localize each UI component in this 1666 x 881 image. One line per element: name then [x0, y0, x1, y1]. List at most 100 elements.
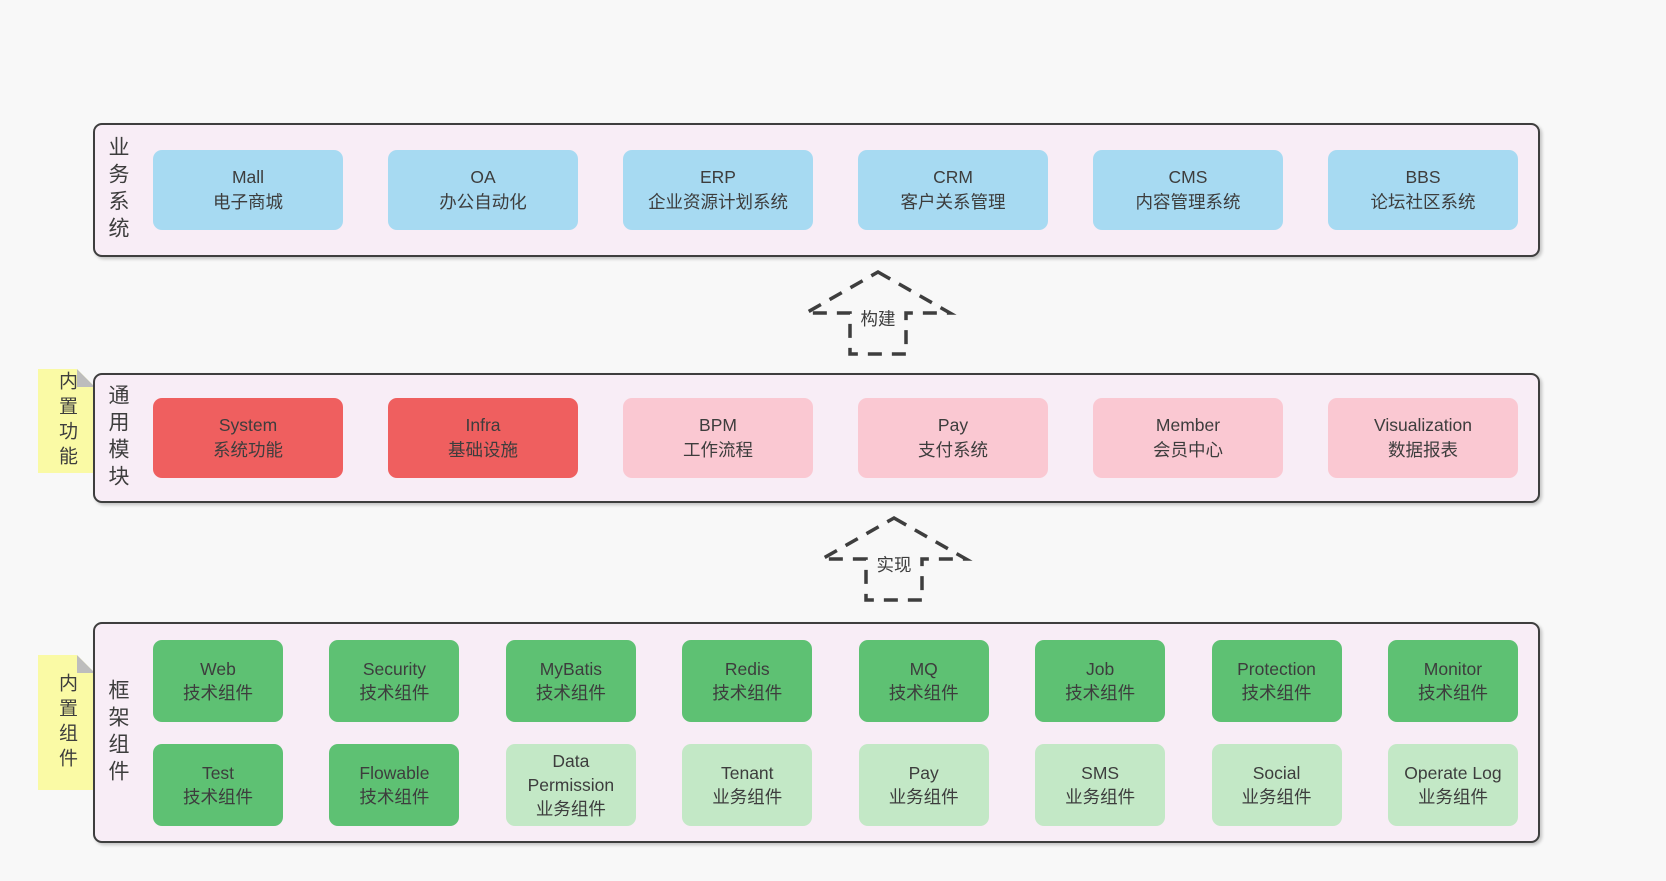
- box-mq-: MQ 技术组件: [858, 639, 989, 722]
- box-social-: Social 业务组件: [1211, 743, 1342, 826]
- box-desc: 客户关系管理: [900, 192, 1006, 212]
- box-name: BBS: [1405, 167, 1441, 187]
- box-bpm-: BPM 工作流程: [623, 398, 813, 478]
- box-name: Test: [201, 762, 235, 783]
- box-desc: 技术组件: [1241, 682, 1312, 703]
- sticky-note-label: 内置功能: [56, 371, 77, 471]
- box-web-: Web 技术组件: [153, 639, 283, 722]
- box-desc: 企业资源计划系统: [648, 192, 788, 212]
- box-name: Flowable: [359, 762, 430, 783]
- box-desc: 业务组件: [1241, 786, 1312, 807]
- box-visualization-: Visualization 数据报表: [1328, 398, 1518, 478]
- box-desc: 系统功能: [213, 440, 283, 460]
- box-cms-: CMS 内容管理系统: [1093, 150, 1283, 230]
- section-rows-business-systems: Mall 电子商城 OA 办公自动化 ERP 企业资源计划系统 CRM 客户关系管理 CMS 内容…: [153, 125, 1518, 255]
- box-name: Pay: [908, 762, 939, 783]
- box-desc: 技术组件: [359, 682, 430, 703]
- box-system-: System 系统功能: [153, 398, 343, 478]
- box-desc: 技术组件: [183, 786, 253, 807]
- box-crm-: CRM 客户关系管理: [858, 150, 1048, 230]
- box-desc: 技术组件: [535, 682, 606, 703]
- box-desc: 电子商城: [213, 192, 283, 212]
- box-name: CRM: [933, 167, 973, 187]
- box-pay-: Pay 业务组件: [858, 743, 989, 826]
- box-name: Infra: [465, 415, 501, 435]
- up-arrow-icon: [815, 515, 973, 602]
- box-name: Redis: [724, 658, 770, 679]
- box-name: BPM: [699, 415, 737, 435]
- section-label-common-modules: 通用模块: [106, 384, 129, 492]
- box-name: CMS: [1168, 167, 1208, 187]
- box-name: Operate Log: [1404, 762, 1502, 783]
- box-data-permission-: Data Permission 业务组件: [505, 743, 636, 826]
- box-flowable-: Flowable 技术组件: [329, 743, 460, 826]
- box-erp-: ERP 企业资源计划系统: [623, 150, 813, 230]
- box-name: System: [218, 415, 278, 435]
- box-test-: Test 技术组件: [153, 743, 283, 826]
- box-name: Job: [1086, 658, 1115, 679]
- box-desc: 技术组件: [183, 682, 253, 703]
- box-name: MyBatis: [539, 658, 602, 679]
- build-arrow-label: 构建: [857, 306, 899, 331]
- sticky-note-label: 内置组件: [56, 672, 77, 773]
- box-name: MQ: [909, 658, 938, 679]
- box-desc: 技术组件: [1417, 682, 1488, 703]
- box-security-: Security 技术组件: [329, 639, 460, 722]
- box-name: Mall: [231, 167, 265, 187]
- box-tenant-: Tenant 业务组件: [682, 743, 813, 826]
- box-desc: 论坛社区系统: [1370, 192, 1476, 212]
- box-desc: 业务组件: [1417, 786, 1488, 807]
- box-mybatis-: MyBatis 技术组件: [505, 639, 636, 722]
- box-desc: 业务组件: [888, 786, 959, 807]
- box-name: Monitor: [1423, 658, 1483, 679]
- box-name: Member: [1155, 415, 1221, 435]
- box-operate-log-: Operate Log 业务组件: [1387, 743, 1518, 826]
- box-desc: 会员中心: [1153, 440, 1223, 460]
- box-desc: 内容管理系统: [1135, 192, 1241, 212]
- section-label-framework-components: 框架组件: [106, 678, 129, 787]
- implement-arrow-label: 实现: [873, 552, 915, 577]
- box-desc: 办公自动化: [439, 192, 527, 212]
- box-name: Pay: [937, 415, 969, 435]
- box-bbs-: BBS 论坛社区系统: [1328, 150, 1518, 230]
- box-name: Tenant: [720, 762, 774, 783]
- box-desc: 技术组件: [888, 682, 959, 703]
- box-desc: 工作流程: [683, 440, 753, 460]
- box-mall-: Mall 电子商城: [153, 150, 343, 230]
- box-protection-: Protection 技术组件: [1211, 639, 1342, 722]
- box-desc: 业务组件: [535, 798, 606, 819]
- box-infra-: Infra 基础设施: [388, 398, 578, 478]
- box-name: Web: [200, 658, 236, 679]
- box-desc: 业务组件: [712, 786, 783, 807]
- box-name: OA: [470, 167, 496, 187]
- implement-arrow: 实现: [814, 514, 974, 604]
- box-name: ERP: [700, 167, 736, 187]
- box-desc: 业务组件: [1065, 786, 1136, 807]
- box-oa-: OA 办公自动化: [388, 150, 578, 230]
- box-monitor-: Monitor 技术组件: [1387, 639, 1518, 722]
- box-name: Data Permission: [527, 750, 615, 795]
- box-desc: 基础设施: [448, 440, 518, 460]
- box-desc: 技术组件: [1065, 682, 1136, 703]
- box-desc: 技术组件: [359, 786, 430, 807]
- box-name: Social: [1252, 762, 1301, 783]
- box-name: Security: [362, 658, 427, 679]
- box-row: Mall 电子商城 OA 办公自动化 ERP 企业资源计划系统 CRM 客户关系管理 CMS 内容…: [153, 150, 1518, 230]
- box-name: Protection: [1237, 658, 1316, 679]
- box-member-: Member 会员中心: [1093, 398, 1283, 478]
- up-arrow-icon: [799, 269, 957, 356]
- box-desc: 数据报表: [1388, 440, 1458, 460]
- box-name: Visualization: [1374, 415, 1472, 435]
